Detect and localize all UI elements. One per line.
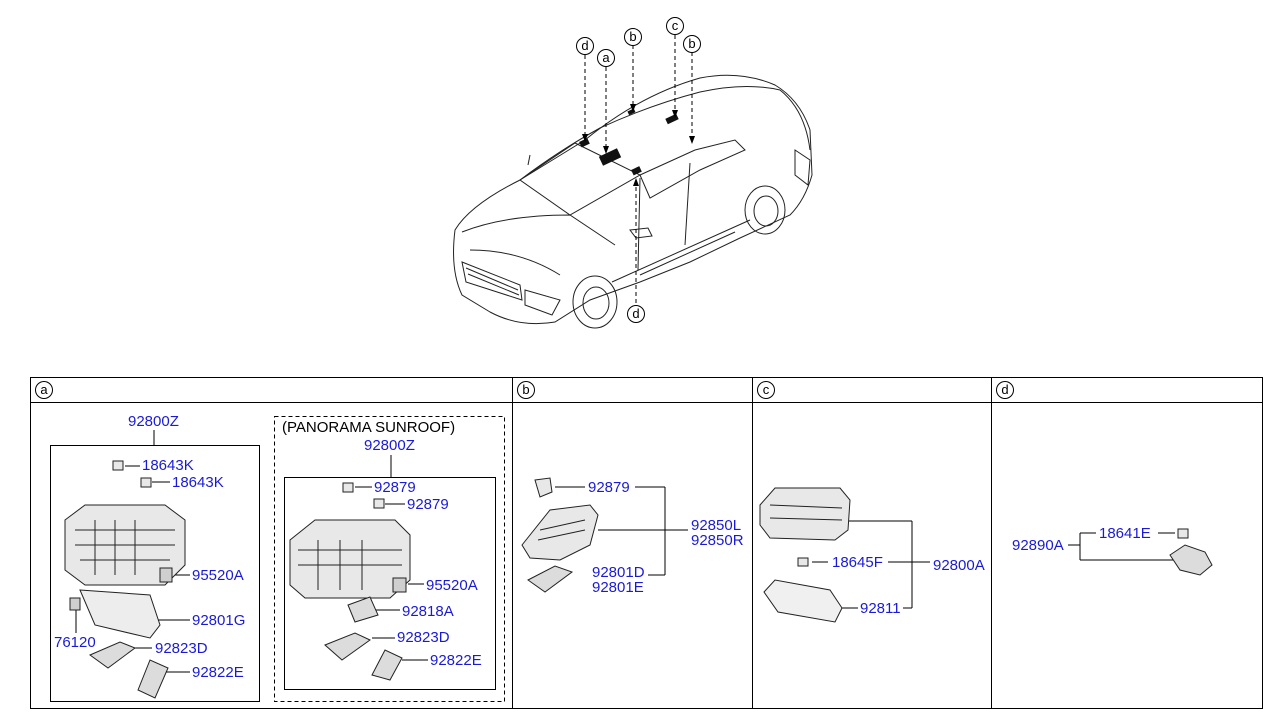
- section-d-label: d: [996, 381, 1014, 399]
- marker-d-left: d: [576, 37, 594, 55]
- part-92850L[interactable]: 92850L: [691, 517, 742, 534]
- part-92823D[interactable]: 92823D: [155, 640, 208, 657]
- section-c-label: c: [757, 381, 775, 399]
- pano-part-92822E[interactable]: 92822E: [430, 652, 482, 669]
- part-95520A[interactable]: 95520A: [192, 567, 244, 584]
- part-92890A[interactable]: 92890A: [1012, 537, 1064, 554]
- section-a-label: a: [35, 381, 53, 399]
- part-92800A[interactable]: 92800A: [933, 557, 985, 574]
- part-92800Z[interactable]: 92800Z: [128, 413, 179, 430]
- pano-part-92823D[interactable]: 92823D: [397, 629, 450, 646]
- part-92801G[interactable]: 92801G: [192, 612, 246, 629]
- part-92801E[interactable]: 92801E: [592, 579, 644, 596]
- part-92879[interactable]: 92879: [588, 479, 630, 496]
- part-76120[interactable]: 76120: [54, 634, 96, 651]
- part-18643K-1[interactable]: 18643K: [142, 457, 194, 474]
- marker-c: c: [666, 17, 684, 35]
- pano-part-92818A[interactable]: 92818A: [402, 603, 454, 620]
- marker-b-right: b: [683, 35, 701, 53]
- pano-part-92879-1[interactable]: 92879: [374, 479, 416, 496]
- section-b-label: b: [517, 381, 535, 399]
- pano-part-92879-2[interactable]: 92879: [407, 496, 449, 513]
- marker-a: a: [597, 49, 615, 67]
- part-92822E[interactable]: 92822E: [192, 664, 244, 681]
- part-92801D[interactable]: 92801D: [592, 564, 645, 581]
- part-18643K-2[interactable]: 18643K: [172, 474, 224, 491]
- part-18641E[interactable]: 18641E: [1099, 525, 1151, 542]
- part-92850R[interactable]: 92850R: [691, 532, 744, 549]
- marker-d-bottom: d: [627, 305, 645, 323]
- part-92811[interactable]: 92811: [860, 600, 901, 617]
- pano-part-95520A[interactable]: 95520A: [426, 577, 478, 594]
- panorama-title: (PANORAMA SUNROOF): [282, 419, 456, 436]
- pano-part-92800Z[interactable]: 92800Z: [364, 437, 415, 454]
- marker-b-center: b: [624, 28, 642, 46]
- part-18645F[interactable]: 18645F: [832, 554, 883, 571]
